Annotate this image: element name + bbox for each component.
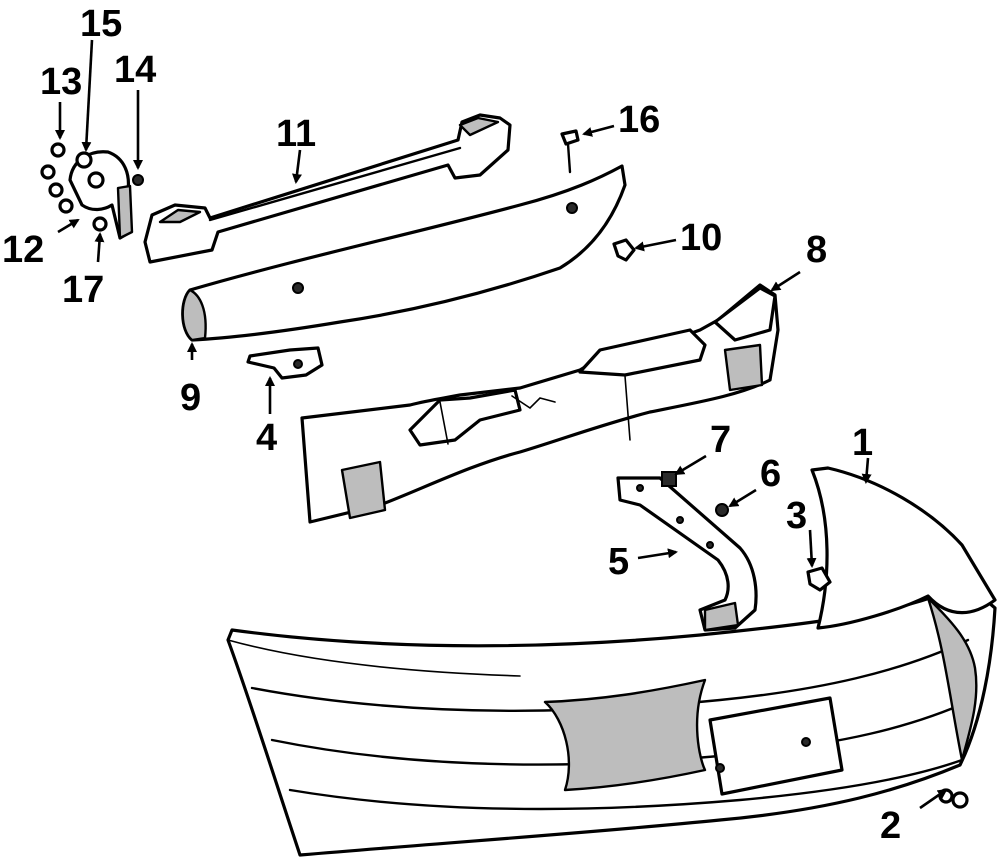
callout-6: 6 xyxy=(760,453,781,495)
energy-absorber-part xyxy=(300,283,780,524)
callout-16: 16 xyxy=(618,99,660,141)
callout-15: 15 xyxy=(80,3,122,45)
bolt-part-16 xyxy=(560,129,580,174)
upper-panel-part xyxy=(181,164,627,342)
leader-lines xyxy=(55,39,948,810)
callout-12: 12 xyxy=(2,229,44,271)
bolt-part-3 xyxy=(806,566,832,592)
impact-bar-part xyxy=(143,113,512,264)
nut-part-6 xyxy=(715,503,729,517)
callout-14: 14 xyxy=(114,49,156,91)
callout-10: 10 xyxy=(680,217,722,259)
callout-2: 2 xyxy=(880,805,901,847)
callout-5: 5 xyxy=(608,541,629,583)
fastener-group xyxy=(40,142,144,232)
callout-1: 1 xyxy=(852,422,873,464)
hinge-bracket-part xyxy=(68,150,134,240)
callout-9: 9 xyxy=(180,377,201,419)
callout-4: 4 xyxy=(256,417,277,459)
side-bracket-part xyxy=(616,476,758,632)
clip-part-7 xyxy=(661,471,677,487)
bumper-cover-part xyxy=(226,466,997,857)
callout-labels: 1 2 3 4 5 6 7 8 9 10 11 12 13 14 15 16 1… xyxy=(2,3,901,847)
callout-7: 7 xyxy=(710,419,731,461)
callout-3: 3 xyxy=(786,495,807,537)
callout-8: 8 xyxy=(806,229,827,271)
callout-17: 17 xyxy=(62,269,104,311)
callout-13: 13 xyxy=(40,61,82,103)
bracket-part xyxy=(246,346,324,380)
callout-11: 11 xyxy=(276,113,316,155)
bolt-part-10 xyxy=(612,238,636,262)
